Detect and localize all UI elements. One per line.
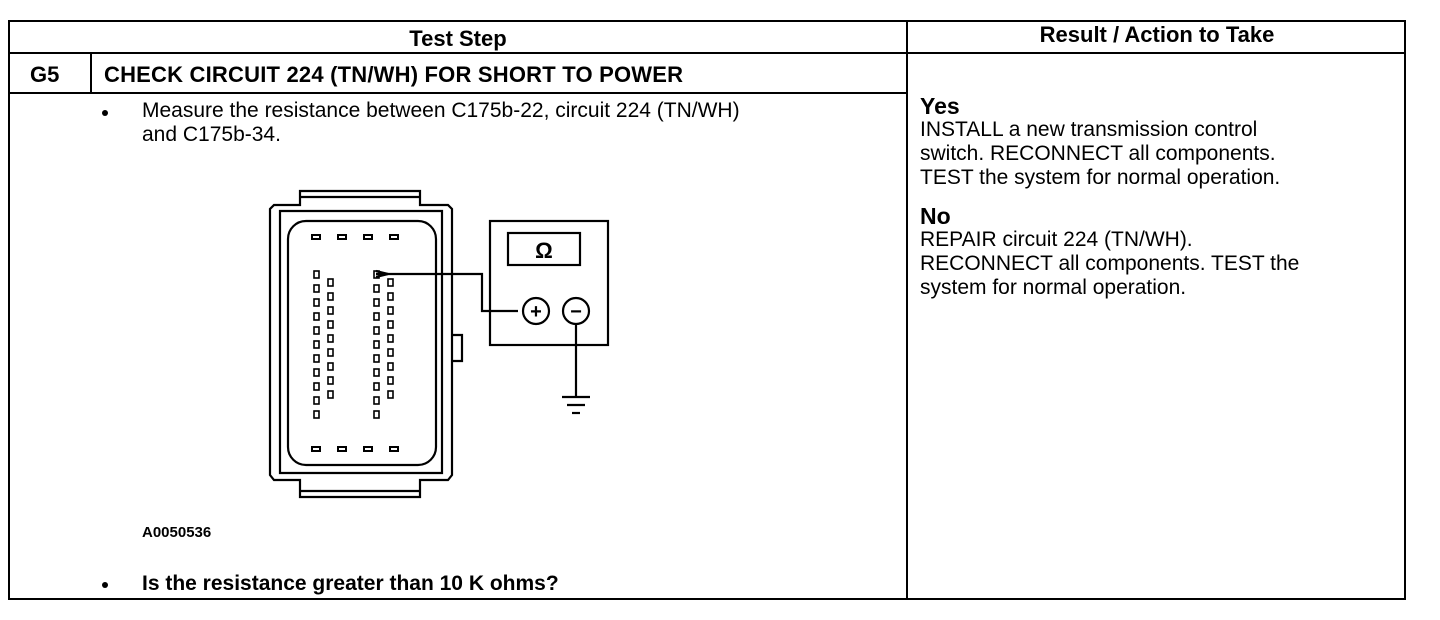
connector-key-marks (311, 234, 399, 452)
step-title-divider (8, 92, 908, 94)
result-no: No REPAIR circuit 224 (TN/WH). RECONNECT… (920, 204, 1400, 300)
measure-instruction-line2: and C175b-34. (142, 123, 281, 146)
header-result-action: Result / Action to Take (1039, 22, 1275, 47)
ohmmeter (488, 219, 610, 415)
connector-ohmmeter-diagram: Ω + − (268, 189, 610, 499)
connector-housing (268, 189, 464, 499)
no-action-line2: RECONNECT all components. TEST the (920, 252, 1300, 275)
no-label: No (920, 203, 951, 229)
probe-lead (375, 269, 518, 313)
question: Is the resistance greater than 10 K ohms… (142, 572, 559, 595)
negative-terminal-symbol: − (570, 301, 582, 323)
header-test-step: Test Step (409, 26, 507, 51)
measure-instruction-line1: Measure the resistance between C175b-22,… (142, 99, 740, 122)
no-action-line3: system for normal operation. (920, 276, 1187, 299)
header-divider (8, 52, 1406, 54)
step-id-divider (90, 52, 92, 94)
no-action-line1: REPAIR circuit 224 (TN/WH). (920, 228, 1193, 251)
yes-action-line3: TEST the system for normal operation. (920, 166, 1281, 189)
result-yes: Yes INSTALL a new transmission control s… (920, 94, 1400, 190)
procedure-table (8, 20, 1406, 600)
bullet-dot (102, 582, 108, 588)
yes-action-line1: INSTALL a new transmission control (920, 118, 1258, 141)
column-divider (906, 20, 908, 600)
ohm-symbol: Ω (535, 238, 553, 263)
step-id: G5 (30, 62, 60, 87)
connector-pins (313, 270, 394, 419)
figure-id: A0050536 (142, 524, 212, 541)
positive-terminal-symbol: + (530, 301, 542, 323)
yes-action-line2: switch. RECONNECT all components. (920, 142, 1276, 165)
yes-label: Yes (920, 93, 960, 119)
measure-instruction: Measure the resistance between C175b-22,… (142, 99, 902, 147)
step-title: CHECK CIRCUIT 224 (TN/WH) FOR SHORT TO P… (104, 62, 684, 87)
bullet-dot (102, 110, 108, 116)
